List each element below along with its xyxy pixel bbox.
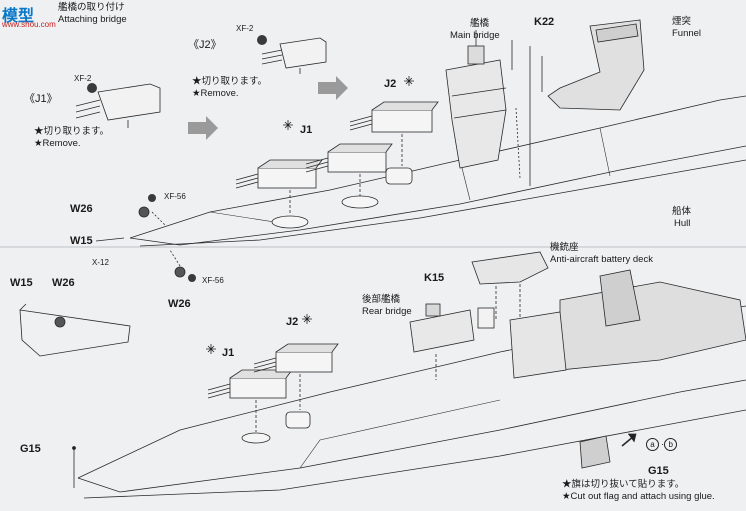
funnel-label-jp: 煙突 [672,16,692,27]
page-fold [0,246,746,248]
glue-marker-a: a [646,438,659,451]
step-title-en: Attaching bridge [58,14,127,25]
funnel-label-en: Funnel [672,28,702,39]
paint-xf2-j2: XF-2 [236,24,254,33]
part-k22: K22 [534,16,555,28]
main-bridge-label-en: Main bridge [450,30,500,41]
rear-bridge-label-en: Rear bridge [362,306,412,317]
w15-detail-drawing [19,303,131,357]
paint-xf2-j1: XF-2 [74,74,92,83]
upper-turret-j1a-drawing [235,159,323,229]
lower-turret-j2-drawing [253,343,339,429]
remove-note-j2-jp: ★切り取ります。 [192,76,268,87]
lower-hull-drawing [77,305,746,499]
upper-hull-drawing [129,95,746,247]
sub-step-j1: 《J1》 [24,93,58,105]
glue-markers: a·b [646,438,679,451]
floating-j1-turret-drawing [75,83,161,128]
aa-deck-drawing [471,251,549,320]
part-w15-detail: W15 [10,277,33,289]
aa-deck-label-jp: 機銃座 [550,242,579,253]
hull-label-en: Hull [674,218,691,229]
flag-note-en: ★Cut out flag and attach using glue. [562,491,715,502]
funnel-drawing [547,19,645,111]
flag-drawing [579,433,637,469]
upper-turret-j2-drawing [349,101,439,185]
g15-flagpole-drawing [72,446,76,488]
part-w26-upper: W26 [70,203,93,215]
glue-marker-b: b [664,438,678,451]
part-w26-middle: W26 [168,298,191,310]
k22-mast-drawing [511,40,543,186]
cement-icons [206,76,414,354]
main-bridge-drawing [445,30,507,169]
part-k15: K15 [424,272,445,284]
paint-pots [87,35,267,282]
superstructure-drawing [509,269,746,379]
floating-j2-turret-drawing [261,37,327,74]
part-j2-lower: J2 [286,316,299,328]
hull-label-jp: 船体 [672,206,692,217]
part-w15-upper: W15 [70,235,93,247]
rear-bridge-drawing [409,303,495,380]
flag-note-jp: ★旗は切り抜いて貼ります。 [562,479,685,490]
remove-note-j1-jp: ★切り取ります。 [34,126,110,137]
remove-note-j2-en: ★Remove. [192,88,239,99]
aa-deck-label-en: Anti-aircraft battery deck [550,254,653,265]
step-title-jp: 艦橋の取り付け [58,2,125,13]
watermark-logo-text: 模型 [2,8,35,25]
lower-turret-j1-drawing [207,369,293,444]
paint-xf56-lower: XF-56 [202,276,224,285]
part-j1-upper: J1 [300,124,313,136]
bow-parts-drawing [95,206,186,278]
watermark-logo: 模型 www.shou.com [2,2,66,32]
sub-step-j2: 《J2》 [188,39,222,51]
main-bridge-label-jp: 艦橋 [470,18,490,29]
part-w26-detail: W26 [52,277,75,289]
rear-bridge-label-jp: 後部艦橋 [362,294,401,305]
upper-turret-j1b-drawing [305,143,393,209]
part-j2-upper: J2 [384,78,397,90]
part-j1-lower: J1 [222,347,235,359]
watermark-url: www.shou.com [2,20,56,29]
part-g15-left: G15 [20,443,41,455]
paint-x12: X-12 [92,258,109,267]
remove-note-j1-en: ★Remove. [34,138,81,149]
marker-separator: · [661,439,665,450]
exploded-arrows [188,76,348,140]
part-g15-right: G15 [648,465,669,477]
paint-xf56-upper: XF-56 [164,192,186,201]
